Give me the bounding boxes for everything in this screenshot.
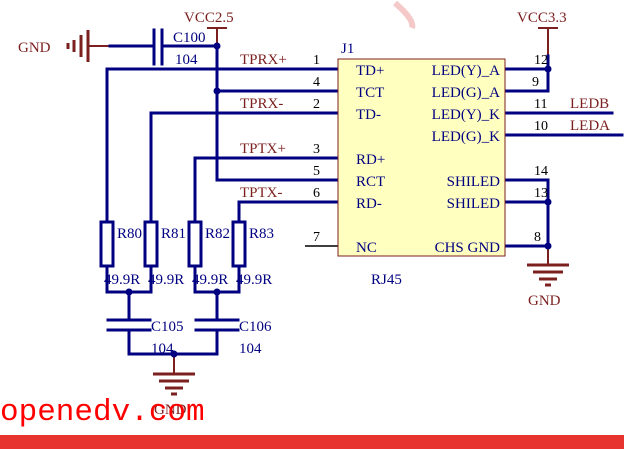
rj45-connector-j1: J1 RJ45 1 4 2 3 5 6 7 TD+ TCT TD- RD+ RC… xyxy=(313,41,548,288)
capacitor-c106: C106 104 xyxy=(194,318,272,357)
pin-name: LED(Y)_K xyxy=(432,107,500,123)
gnd-right-label: GND xyxy=(528,293,561,309)
footer-bar xyxy=(0,435,624,449)
r82-ref: R82 xyxy=(205,226,230,242)
pin-number: 9 xyxy=(532,75,539,90)
c105-ref: C105 xyxy=(151,319,184,335)
r83-ref: R83 xyxy=(249,226,274,242)
r83-value: 49.9R xyxy=(236,272,272,288)
resistor-r82: R82 49.9R xyxy=(187,220,230,288)
resistor-r80: R80 49.9R xyxy=(99,220,142,288)
pin-name: RD- xyxy=(356,196,382,212)
vcc33-power-symbol: VCC3.3 xyxy=(517,10,567,56)
pin-number: 7 xyxy=(313,230,320,245)
pin-name: RD+ xyxy=(356,152,385,168)
pin-number: 5 xyxy=(313,164,320,179)
r81-value: 49.9R xyxy=(148,272,184,288)
net-label-tprx-n: TPRX- xyxy=(240,96,283,112)
r82-value: 49.9R xyxy=(192,272,228,288)
c106-value: 104 xyxy=(239,341,262,357)
pin-name: SHILED xyxy=(447,196,500,212)
r80-ref: R80 xyxy=(117,226,142,242)
pin-number: 12 xyxy=(534,53,548,68)
vcc25-label: VCC2.5 xyxy=(184,10,234,26)
c105-value: 104 xyxy=(151,341,174,357)
pin-number: 10 xyxy=(534,119,548,134)
pin-number: 3 xyxy=(313,142,320,157)
c100-ref: C100 xyxy=(173,30,206,46)
resistor-r81: R81 49.9R xyxy=(143,220,186,288)
vcc25-power-symbol: VCC2.5 xyxy=(184,10,234,45)
pin-number: 13 xyxy=(534,186,548,201)
pin-name: NC xyxy=(356,240,377,256)
junctions xyxy=(125,42,552,358)
c106-ref: C106 xyxy=(239,319,272,335)
r81-ref: R81 xyxy=(161,226,186,242)
c100-value: 104 xyxy=(175,52,198,68)
watermark-swoosh xyxy=(393,0,416,30)
connector-type: RJ45 xyxy=(371,272,402,288)
pin-name: TCT xyxy=(356,85,384,101)
connector-ref: J1 xyxy=(341,41,354,57)
pin-name: TD- xyxy=(356,107,381,123)
pin-number: 4 xyxy=(313,75,320,90)
net-label-leda: LEDA xyxy=(570,118,610,134)
pin-number: 8 xyxy=(534,230,541,245)
pin-number: 1 xyxy=(313,53,320,68)
net-label-tptx-n: TPTX- xyxy=(240,185,283,201)
pin-name: RCT xyxy=(356,174,385,190)
net-label-tptx-p: TPTX+ xyxy=(240,141,286,157)
wires xyxy=(105,43,624,356)
gnd-left-symbol: GND xyxy=(18,30,110,62)
pin-name: SHILED xyxy=(447,174,500,190)
capacitor-c105: C105 104 xyxy=(106,318,184,357)
r80-value: 49.9R xyxy=(104,272,140,288)
vcc33-label: VCC3.3 xyxy=(517,10,567,26)
pin-number: 6 xyxy=(313,186,320,201)
net-label-tprx-p: TPRX+ xyxy=(240,52,287,68)
net-label-ledb: LEDB xyxy=(570,96,609,112)
pin-number: 14 xyxy=(534,164,548,179)
gnd-right-symbol: GND xyxy=(527,247,569,309)
gnd-left-label: GND xyxy=(18,40,51,56)
pin-name: LED(Y)_A xyxy=(432,63,500,79)
pin-name: TD+ xyxy=(356,63,384,79)
resistor-r83: R83 49.9R xyxy=(231,220,274,288)
pin-number: 11 xyxy=(534,97,547,112)
pin-number: 2 xyxy=(313,97,320,112)
capacitor-c100: C100 104 xyxy=(152,28,206,68)
gnd-bottom-symbol: GND xyxy=(153,354,195,418)
pin-name: LED(G)_A xyxy=(432,85,500,101)
connector-body xyxy=(337,58,506,257)
watermark-text: openedv.com xyxy=(0,395,205,430)
pin-name: LED(G)_K xyxy=(432,129,500,145)
gnd-bottom-label: GND xyxy=(154,402,187,418)
pin-name: CHS GND xyxy=(435,240,501,256)
